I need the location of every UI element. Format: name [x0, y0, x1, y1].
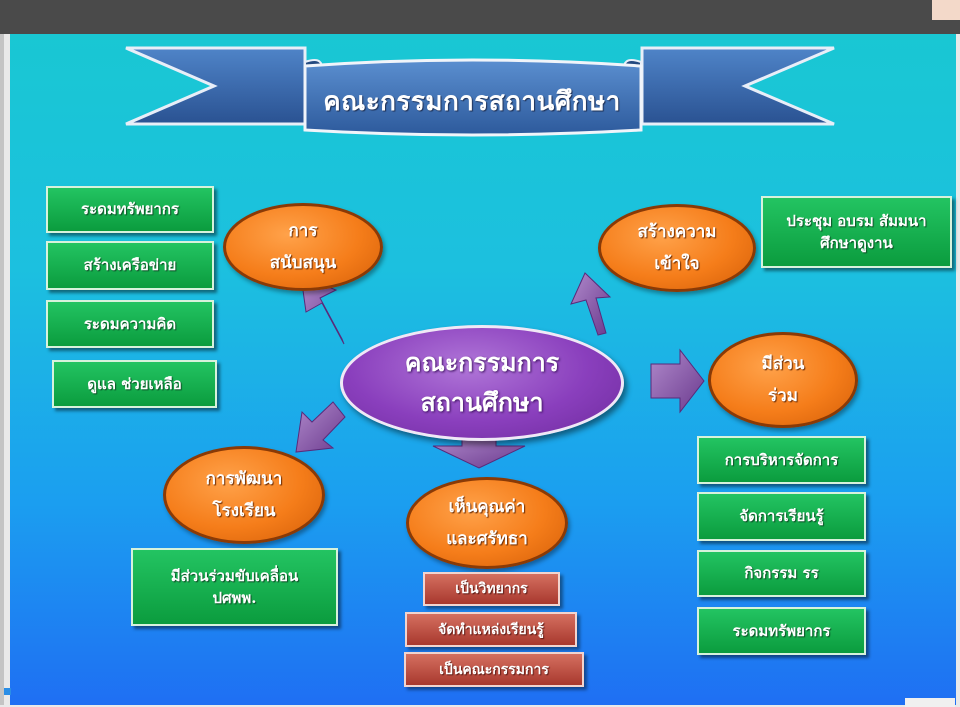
understanding-item-label: ประชุม อบรม สัมมนา ศึกษาดูงาน — [786, 211, 927, 253]
center-hub-label: คณะกรรมการ สถานศึกษา — [404, 348, 560, 417]
arrow-to-participation — [650, 348, 705, 414]
footer-fragment — [905, 698, 955, 707]
hub-school-development-label: การพัฒนา โรงเรียน — [205, 468, 283, 521]
school-development-item-label: มีส่วนร่วมขับเคลื่อน ปศพพ. — [170, 566, 299, 608]
banner-main — [303, 58, 643, 137]
participation-item: จัดการเรียนรู้ — [697, 492, 866, 541]
understanding-item: ประชุม อบรม สัมมนา ศึกษาดูงาน — [761, 196, 952, 268]
hub-participation: มีส่วน ร่วม — [708, 332, 858, 428]
participation-item-label: จัดการเรียนรู้ — [739, 507, 824, 526]
banner-tail-left — [125, 46, 307, 126]
hub-understanding-label: สร้างความ เข้าใจ — [637, 221, 717, 274]
value-item-label: เป็นคณะกรรมการ — [439, 661, 549, 678]
participation-item-label: กิจกรรม รร — [744, 564, 819, 583]
value-item: จัดทำแหล่งเรียนรู้ — [405, 612, 577, 647]
hub-value: เห็นคุณค่า และศรัทธา — [406, 477, 568, 569]
participation-item: ระดมทรัพยากร — [697, 607, 866, 655]
slide-marker — [4, 688, 11, 695]
diagram-title: คณะกรรมการสถานศึกษา — [303, 70, 641, 132]
arrow-to-understanding — [570, 272, 612, 336]
center-hub: คณะกรรมการ สถานศึกษา — [340, 325, 624, 441]
support-item: สร้างเครือข่าย — [46, 241, 214, 290]
participation-item-label: การบริหารจัดการ — [724, 450, 839, 469]
hub-school-development: การพัฒนา โรงเรียน — [163, 446, 325, 544]
support-item: ระดมความคิด — [46, 300, 214, 348]
arrow-to-school-dev — [295, 401, 346, 453]
hub-support: การ สนับสนุน — [223, 203, 383, 291]
support-item-label: ดูแล ช่วยเหลือ — [87, 374, 182, 393]
support-item-label: ระดมความคิด — [83, 314, 177, 333]
support-item: ระดมทรัพยากร — [46, 186, 214, 233]
left-edge — [0, 34, 4, 705]
hub-support-label: การ สนับสนุน — [269, 220, 337, 273]
corner-decoration — [932, 0, 960, 20]
support-item: ดูแล ช่วยเหลือ — [52, 360, 217, 408]
hub-participation-label: มีส่วน ร่วม — [761, 353, 805, 406]
school-development-item: มีส่วนร่วมขับเคลื่อน ปศพพ. — [131, 548, 338, 626]
participation-item: การบริหารจัดการ — [697, 436, 866, 484]
support-item-label: สร้างเครือข่าย — [83, 256, 177, 275]
participation-item: กิจกรรม รร — [697, 550, 866, 597]
hub-value-label: เห็นคุณค่า และศรัทธา — [446, 496, 528, 549]
value-item: เป็นคณะกรรมการ — [404, 652, 584, 687]
hub-understanding: สร้างความ เข้าใจ — [598, 204, 756, 292]
top-bar — [0, 0, 960, 34]
value-item-label: จัดทำแหล่งเรียนรู้ — [438, 621, 544, 638]
banner-tail-right — [640, 46, 835, 126]
value-item-label: เป็นวิทยากร — [455, 581, 528, 597]
value-item: เป็นวิทยากร — [423, 572, 560, 606]
support-item-label: ระดมทรัพยากร — [81, 200, 179, 219]
participation-item-label: ระดมทรัพยากร — [732, 621, 831, 640]
title-text: คณะกรรมการสถานศึกษา — [323, 86, 621, 117]
